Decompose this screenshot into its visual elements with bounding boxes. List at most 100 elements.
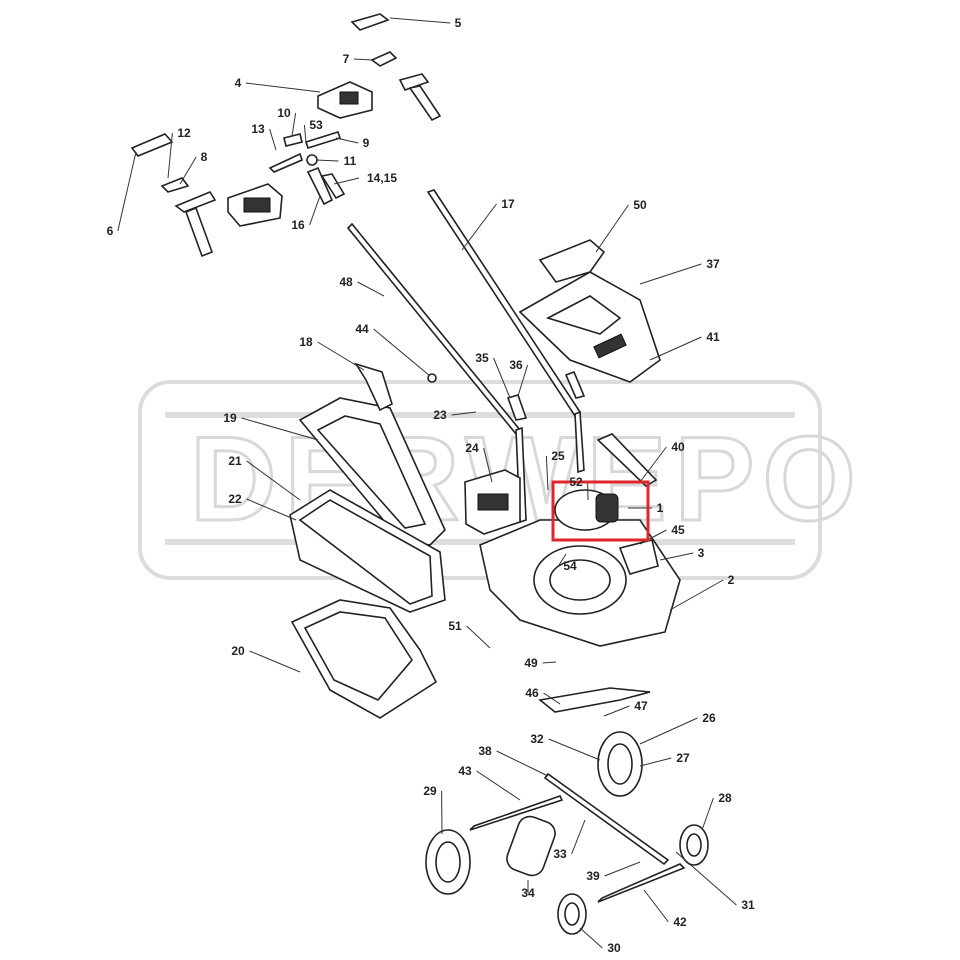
leader-line-12 [167,132,173,179]
leader-line-26 [639,717,698,745]
part-label-50: 50 [633,198,647,212]
part-label-43: 43 [458,764,472,778]
leader-line-28 [701,797,714,831]
part-label-23: 23 [433,408,447,422]
part-label-40: 40 [671,440,685,454]
part-label-37: 37 [706,257,720,271]
part-label-26: 26 [702,711,716,725]
leader-line-50 [595,204,629,253]
part-label-30: 30 [607,941,621,955]
leader-line-43 [476,770,521,801]
part-label-38: 38 [478,744,492,758]
leader-line-45 [639,529,667,545]
leader-line-47 [603,705,630,717]
part-label-29: 29 [423,784,437,798]
leader-line-22 [246,498,297,521]
leader-line-2 [669,579,724,611]
part-label-22: 22 [228,492,242,506]
part-label-52: 52 [569,475,583,489]
leader-line-46 [543,692,561,705]
leader-line-38 [496,750,549,777]
leader-line-37 [639,263,702,285]
part-label-18: 18 [299,335,313,349]
part-label-32: 32 [530,732,544,746]
leader-line-13 [269,128,277,151]
leader-line-21 [246,460,301,501]
leader-line-32 [548,738,601,761]
part-label-24: 24 [465,441,479,455]
leader-line-18 [317,341,365,371]
leader-line-42 [643,889,669,923]
leader-line-48 [357,281,385,297]
part-label-36: 36 [509,358,523,372]
part-label-48: 48 [339,275,353,289]
part-label-46: 46 [525,686,539,700]
part-label-8: 8 [201,150,208,164]
wheel-29 [425,829,471,895]
part-label-21: 21 [228,454,242,468]
leader-line-6 [117,151,137,232]
part-label-14-15: 14,15 [367,171,397,185]
leader-line-9 [335,137,359,144]
leader-line-19 [241,417,319,441]
leader-line-53 [303,124,307,143]
wheel-27 [597,731,643,797]
part-label-51: 51 [448,619,462,633]
part-label-28: 28 [718,791,732,805]
part-label-7: 7 [343,52,350,66]
part-label-35: 35 [475,351,489,365]
leader-line-14-15 [333,177,360,185]
leader-line-23 [451,411,477,416]
part-label-20: 20 [231,644,245,658]
leader-line-20 [249,650,301,673]
leader-line-36 [517,364,529,397]
part-label-16: 16 [291,218,305,232]
highlight-box [551,480,650,542]
leader-line-10 [291,112,297,137]
part-label-3: 3 [698,546,705,560]
part-label-42: 42 [673,915,687,929]
leader-line-44 [373,328,431,377]
part-label-12: 12 [177,126,191,140]
leader-line-40 [639,446,667,483]
part-label-10: 10 [277,106,291,120]
wheel-30 [557,893,587,935]
part-label-17: 17 [501,197,515,211]
part-label-53: 53 [309,118,323,132]
wheel-28 [679,824,709,866]
leader-line-8 [179,156,197,185]
leader-line-4 [245,82,321,93]
leader-line-16 [309,195,321,226]
leader-line-39 [604,861,641,877]
part-label-44: 44 [355,322,369,336]
part-label-49: 49 [524,656,538,670]
part-label-45: 45 [671,523,685,537]
leader-line-17 [461,203,497,251]
leader-line-3 [659,552,694,561]
leader-lines [117,17,737,949]
part-label-9: 9 [363,136,370,150]
part-label-25: 25 [551,449,565,463]
leader-line-49 [542,661,557,664]
part-label-13: 13 [251,122,265,136]
leader-line-54 [557,553,567,567]
part-label-54: 54 [563,559,577,573]
leader-line-30 [579,927,603,949]
part-label-2: 2 [728,573,735,587]
leader-line-11 [315,159,339,162]
part-label-4: 4 [235,76,242,90]
leader-line-5 [389,17,451,24]
leader-line-33 [571,819,586,855]
part-label-5: 5 [455,16,462,30]
part-label-11: 11 [344,154,357,168]
leader-line-35 [493,357,511,399]
leader-line-27 [639,757,672,767]
part-label-41: 41 [706,330,720,344]
leader-line-7 [353,58,373,61]
parts-drawing [130,13,709,935]
leader-line-51 [466,625,491,649]
leader-line-25 [545,455,549,491]
part-label-33: 33 [553,847,567,861]
leader-line-31 [675,851,737,906]
